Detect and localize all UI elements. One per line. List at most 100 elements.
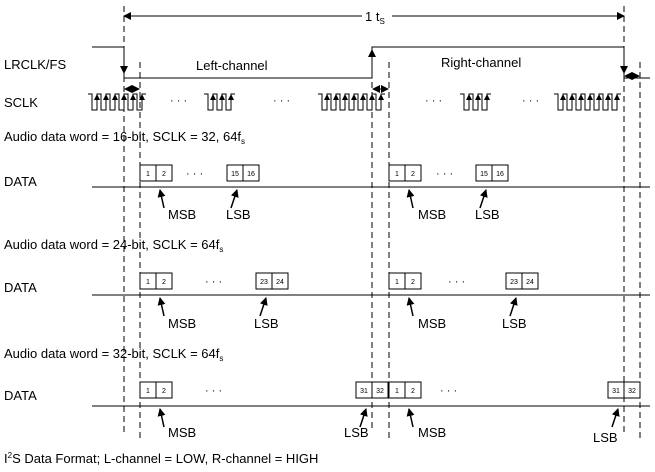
data-section: Audio data word = 32-bit, SCLK = 64fsDAT… xyxy=(4,346,650,445)
bit-label: 15 xyxy=(231,171,239,178)
lrclk-fall-arrow xyxy=(620,66,628,74)
right-channel-label: Right-channel xyxy=(441,55,521,70)
bit-box xyxy=(404,381,422,399)
section-caption: Audio data word = 24-bit, SCLK = 64fs xyxy=(4,237,223,254)
lrclk-fall-arrow xyxy=(120,66,128,74)
bit-label: 2 xyxy=(411,171,415,178)
period-marker: 1 tS xyxy=(123,6,625,26)
sclk-edge-arrow xyxy=(210,94,216,100)
footer-caption: I2S Data Format; L-channel = LOW, R-chan… xyxy=(4,451,318,466)
sclk-edge-arrow xyxy=(103,94,109,100)
left-channel-label: Left-channel xyxy=(196,58,268,73)
lrclk-rise-arrow xyxy=(368,49,376,57)
sclk-ellipsis: · · · xyxy=(522,95,539,107)
sclk-pulse-train xyxy=(204,93,235,111)
pointer-arrow xyxy=(157,189,166,209)
bit-box xyxy=(521,272,539,290)
sclk-edge-arrow xyxy=(596,94,602,100)
sclk-edge-arrow xyxy=(324,94,330,100)
sclk-ellipsis: · · · xyxy=(425,95,442,107)
bit-label: 2 xyxy=(162,171,166,178)
pointer-arrow xyxy=(157,408,166,428)
sclk-label: SCLK xyxy=(4,95,38,110)
sclk-edge-arrow xyxy=(466,94,472,100)
bit-label: 24 xyxy=(276,279,284,286)
msb-label: MSB xyxy=(168,207,196,222)
sclk-edge-arrow xyxy=(605,94,611,100)
sclk-edge-arrow xyxy=(342,94,348,100)
data-ellipsis: · · · xyxy=(205,385,222,397)
sclk-edge-arrow xyxy=(351,94,357,100)
bit-box xyxy=(491,164,509,182)
data-ellipsis: · · · xyxy=(436,168,453,180)
section-caption: Audio data word = 32-bit, SCLK = 64fs xyxy=(4,346,223,363)
data-ellipsis: · · · xyxy=(440,385,457,397)
data-label: DATA xyxy=(4,174,37,189)
msb-label: MSB xyxy=(418,316,446,331)
pointer-arrow xyxy=(157,297,166,317)
lsb-label: LSB xyxy=(344,425,369,440)
lrclk-label: LRCLK/FS xyxy=(4,57,66,72)
data-section: Audio data word = 16-bit, SCLK = 32, 64f… xyxy=(4,129,650,222)
sclk-ellipses: · · · · · · · · · · · · xyxy=(170,95,539,107)
pointer-arrow xyxy=(406,408,415,428)
sclk-edge-arrow xyxy=(228,94,234,100)
sclk-edge-arrow xyxy=(484,94,490,100)
bit-label: 1 xyxy=(146,279,150,286)
bit-label: 23 xyxy=(260,279,268,286)
bit-label: 15 xyxy=(480,171,488,178)
bit-label: 24 xyxy=(526,279,534,286)
bit-label: 1 xyxy=(395,388,399,395)
bit-label: 32 xyxy=(376,388,384,395)
sclk-edge-arrow xyxy=(219,94,225,100)
bit-label: 1 xyxy=(395,279,399,286)
period-label: 1 tS xyxy=(365,9,385,26)
pointer-arrow xyxy=(406,189,415,209)
sclk-ellipsis: · · · xyxy=(170,95,187,107)
lsb-label: LSB xyxy=(254,316,279,331)
bit-label: 23 xyxy=(510,279,518,286)
sclk-edge-arrow xyxy=(378,94,384,100)
sclk-edge-arrow xyxy=(475,94,481,100)
sclk-edge-arrow xyxy=(130,94,136,100)
sclk-edge-arrow xyxy=(569,94,575,100)
sclk-edge-arrow xyxy=(121,94,127,100)
section-caption: Audio data word = 16-bit, SCLK = 32, 64f… xyxy=(4,129,245,146)
bit-label: 2 xyxy=(411,279,415,286)
data-ellipsis: · · · xyxy=(448,276,465,288)
data-label: DATA xyxy=(4,280,37,295)
data-ellipsis: · · · xyxy=(186,168,203,180)
bit-label: 1 xyxy=(395,171,399,178)
bit-label: 2 xyxy=(162,388,166,395)
pointer-arrow xyxy=(259,297,268,317)
bit-label: 31 xyxy=(612,388,620,395)
msb-label: MSB xyxy=(168,316,196,331)
pointer-arrow xyxy=(611,408,620,428)
bit-label: 16 xyxy=(496,171,504,178)
data-label: DATA xyxy=(4,388,37,403)
lsb-label: LSB xyxy=(475,207,500,222)
sclk-pulse-train xyxy=(460,93,491,111)
bit-box xyxy=(623,381,641,399)
msb-label: MSB xyxy=(418,207,446,222)
sclk-pulse-train xyxy=(88,93,146,111)
sclk-edge-arrow xyxy=(112,94,118,100)
data-ellipsis: · · · xyxy=(205,276,222,288)
bit-box xyxy=(371,381,389,399)
sclk-edge-arrow xyxy=(333,94,339,100)
bit-box xyxy=(242,164,260,182)
bit-label: 16 xyxy=(247,171,255,178)
sclk-edge-arrow xyxy=(139,94,145,100)
bit-label: 2 xyxy=(411,388,415,395)
lsb-label: LSB xyxy=(502,316,527,331)
sclk-ellipsis: · · · xyxy=(273,95,290,107)
sclk-edge-arrow xyxy=(587,94,593,100)
lsb-label: LSB xyxy=(226,207,251,222)
sclk-waveform xyxy=(88,93,621,111)
pointer-arrow xyxy=(509,297,518,317)
setup-time-arrows xyxy=(124,72,640,93)
pointer-arrow xyxy=(479,189,488,209)
bit-label: 1 xyxy=(146,388,150,395)
data-section: Audio data word = 24-bit, SCLK = 64fsDAT… xyxy=(4,237,650,331)
bit-box xyxy=(155,164,173,182)
